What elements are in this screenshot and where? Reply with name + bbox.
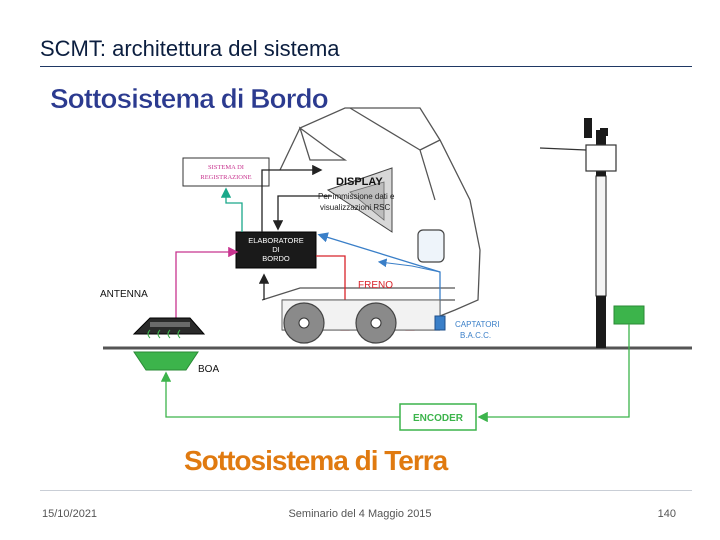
display-to-processor-arrow <box>272 195 332 231</box>
signal-to-encoder-arrow <box>477 324 630 423</box>
page-number: 140 <box>657 508 676 520</box>
registration-system-line2: REGISTRAZIONE <box>200 174 251 181</box>
balise-label: BOA <box>198 364 219 375</box>
antenna-to-processor-arrow <box>175 246 239 318</box>
display-description-line2: visualizzazioni RSC <box>320 203 390 212</box>
display-device <box>326 167 393 233</box>
onboard-subsystem-heading: Sottosistema di Bordo <box>50 83 329 114</box>
balise-device <box>133 351 199 371</box>
sensors-label-line1: CAPTATORI <box>455 320 499 329</box>
encoder-box <box>399 403 477 431</box>
slide-title: SCMT: architettura del sistema <box>40 36 340 61</box>
footer-date: 15/10/2021 <box>42 508 98 520</box>
ground-subsystem-heading: Sottosistema di Terra <box>184 445 449 476</box>
registration-system-box <box>182 157 270 187</box>
registration-system-line1: SISTEMA DI <box>208 164 244 171</box>
processor-to-display-arrow <box>261 164 323 232</box>
display-title: DISPLAY <box>336 176 383 188</box>
processor-line1: ELABORATORE <box>248 236 304 245</box>
cab-window <box>417 229 445 263</box>
processor-line3: BORDO <box>262 254 290 263</box>
bacc-sensor <box>434 315 446 331</box>
processor-line2: DI <box>272 245 280 254</box>
encoder-label: ENCODER <box>413 413 464 424</box>
balise-signal-waves <box>147 329 181 339</box>
sensors-to-brake-arrow <box>377 258 441 273</box>
antenna-device <box>132 317 206 335</box>
footer-rule <box>40 490 692 491</box>
processor-to-registration-arrow <box>220 187 243 232</box>
encoder-to-balise-arrow <box>160 371 400 418</box>
title-rule <box>40 66 692 67</box>
footer-seminar: Seminario del 4 Maggio 2015 <box>288 508 432 520</box>
brake-label: FRENO <box>358 280 393 291</box>
signal-mast <box>539 118 617 348</box>
system-architecture-diagram: Sottosistema di Bordo DISPLAY Per immiss… <box>50 83 692 476</box>
train-bogie <box>281 299 441 344</box>
signal-coder-module <box>613 305 645 325</box>
display-description-line1: Per immissione dati e <box>318 192 395 201</box>
antenna-label: ANTENNA <box>100 289 148 300</box>
train-cab-outline <box>261 107 481 331</box>
sensors-label-line2: B.A.C.C. <box>460 331 491 340</box>
